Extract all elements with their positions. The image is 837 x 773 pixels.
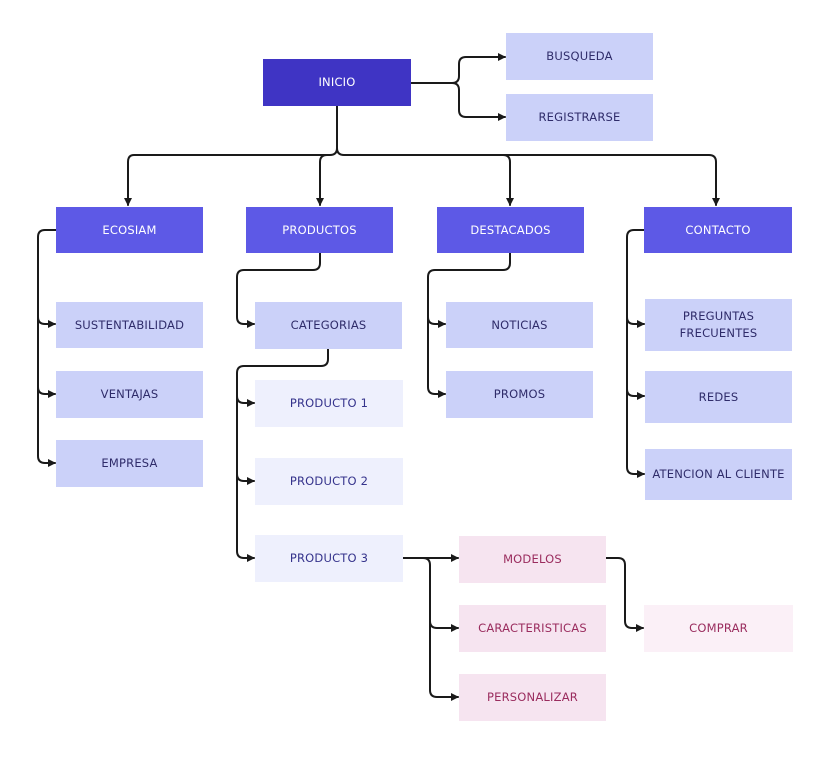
- edge-inicio-registrarse: [410, 82, 506, 121]
- node-promos: PROMOS: [446, 371, 593, 418]
- node-ventajas: VENTAJAS: [56, 371, 203, 418]
- edge-producto3-caracteristicas: [402, 557, 459, 632]
- edge-destacados-noticias: [427, 252, 511, 328]
- edge-categorias-producto3: [236, 473, 255, 562]
- edge-ecosiam-sustentabilidad: [37, 229, 57, 328]
- edge-categorias-producto2: [236, 395, 255, 485]
- node-empresa: EMPRESA: [56, 440, 203, 487]
- node-producto-2: PRODUCTO 2: [255, 458, 403, 505]
- edge-producto3-personalizar: [429, 620, 459, 701]
- node-preguntas-frecuentes: PREGUNTAS FRECUENTES: [645, 299, 792, 351]
- node-destacados: DESTACADOS: [437, 207, 584, 253]
- edge-categorias-producto1: [236, 348, 329, 407]
- node-atencion-al-cliente: ATENCION AL CLIENTE: [645, 449, 792, 500]
- node-caracteristicas: CARACTERISTICAS: [459, 605, 606, 652]
- node-producto-3: PRODUCTO 3: [255, 535, 403, 582]
- edge-ecosiam-empresa: [37, 386, 56, 467]
- node-ecosiam: ECOSIAM: [56, 207, 203, 253]
- edge-productos-categorias: [236, 252, 321, 328]
- node-redes: REDES: [645, 371, 792, 423]
- node-inicio: INICIO: [263, 59, 411, 106]
- edge-inicio-destacados: [336, 147, 514, 206]
- node-categorias: CATEGORIAS: [255, 302, 402, 349]
- node-comprar: COMPRAR: [644, 605, 793, 652]
- node-busqueda: BUSQUEDA: [506, 33, 653, 80]
- node-personalizar: PERSONALIZAR: [459, 674, 606, 721]
- edge-modelos-comprar: [605, 557, 644, 632]
- node-contacto: CONTACTO: [644, 207, 792, 253]
- edge-inicio-productos: [316, 154, 328, 206]
- node-noticias: NOTICIAS: [446, 302, 593, 348]
- edge-destacados-promos: [427, 316, 446, 398]
- edge-inicio-contacto: [502, 154, 720, 206]
- edge-contacto-preguntas: [626, 229, 645, 328]
- node-sustentabilidad: SUSTENTABILIDAD: [56, 302, 203, 348]
- edge-contacto-atencion: [626, 388, 645, 478]
- edge-inicio-busqueda: [410, 53, 506, 84]
- node-productos: PRODUCTOS: [246, 207, 393, 253]
- node-producto-1: PRODUCTO 1: [255, 380, 403, 427]
- edge-inicio-trunk: [124, 105, 338, 206]
- edge-contacto-redes: [626, 316, 645, 400]
- node-registrarse: REGISTRARSE: [506, 94, 653, 141]
- edge-ecosiam-ventajas: [37, 316, 56, 398]
- node-modelos: MODELOS: [459, 536, 606, 583]
